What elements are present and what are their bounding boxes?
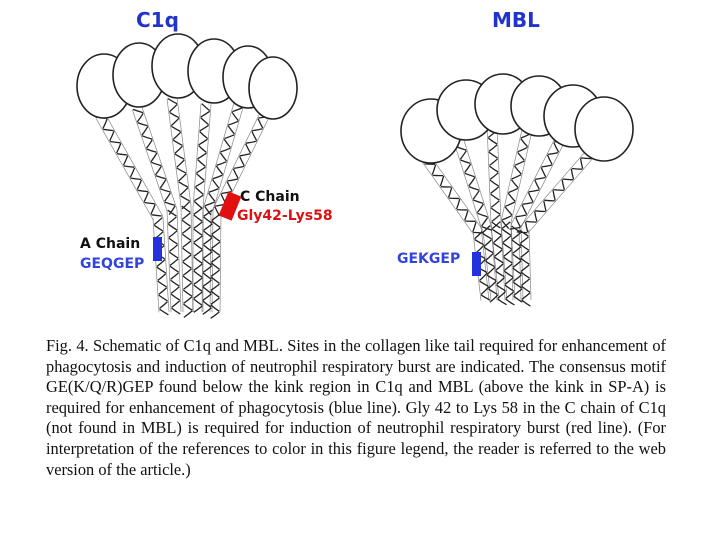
mbl-collagen-strand-edge: [510, 127, 534, 300]
mbl-collagen-strand: [516, 137, 602, 307]
mbl-collagen-strand: [416, 151, 491, 301]
mbl-molecule-drawing: [400, 73, 634, 307]
c1q-molecule-drawing: [76, 33, 298, 319]
mbl-collagen-strand-edge: [510, 129, 560, 301]
mbl-motif-label: GEKGEP: [397, 251, 461, 267]
c1q-collagen-strand-edge: [141, 106, 182, 312]
mbl-collagen-strand-edge: [486, 124, 498, 301]
c1q-collagen-strand-edge: [104, 112, 170, 312]
c1q-globular-head: [248, 56, 298, 120]
c1q-collagen-strand-edge: [166, 98, 184, 313]
mbl-collagen-strand-edge: [520, 134, 569, 300]
a-chain-label: A Chain: [80, 236, 141, 252]
c1q-collagen-strand-edge: [209, 105, 264, 312]
mbl-collagen-strand-edge: [450, 133, 490, 301]
c1q-mbl-schematic: [76, 33, 634, 319]
c1q-collagen-strand: [193, 103, 211, 313]
mbl-blue-site-marker: [472, 252, 481, 276]
c1q-collagen-strand-edge: [192, 103, 202, 312]
c1q-collagen-strand-edge: [176, 97, 194, 312]
c1q-collagen-strand: [167, 97, 193, 318]
mbl-collagen-strand-edge: [500, 124, 524, 301]
c1q-collagen-strand-edge: [131, 109, 172, 313]
figure-caption: Fig. 4. Schematic of C1q and MBL. Sites …: [46, 336, 666, 479]
c1q-collagen-strand: [132, 108, 181, 315]
c1q-collagen-strand-edge: [201, 98, 236, 313]
mbl-collagen-strand-edge: [518, 136, 599, 301]
c-chain-label: C Chain: [240, 189, 300, 205]
c-chain-region-label: Gly42-Lys58: [237, 208, 333, 224]
mbl-globular-head: [574, 96, 634, 162]
c1q-blue-site-marker: [153, 237, 162, 261]
mbl-title: MBL: [492, 8, 540, 32]
c1q-title: C1q: [136, 8, 179, 32]
mbl-collagen-strand-edge: [423, 146, 492, 300]
c1q-collagen-strand-edge: [95, 117, 160, 313]
a-chain-motif-label: GEQGEP: [80, 256, 145, 272]
mbl-collagen-strand-edge: [527, 143, 607, 300]
mbl-collagen-strand: [509, 129, 566, 303]
